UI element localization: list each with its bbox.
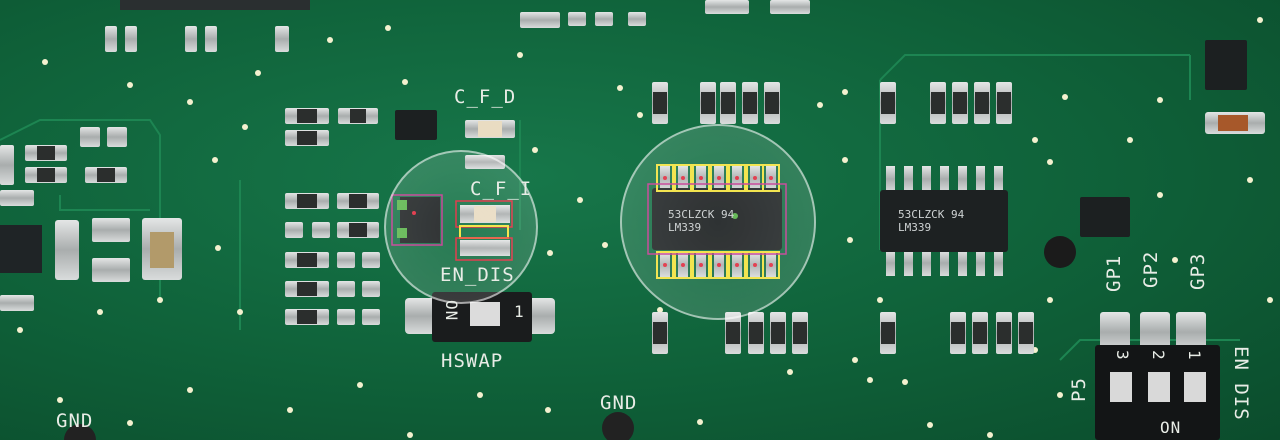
label-p5: P5: [1068, 377, 1090, 402]
switch-num-right-1: 1: [1185, 350, 1204, 361]
label-gnd-left: GND: [56, 410, 94, 432]
switch-num-right-3: 3: [1113, 350, 1132, 361]
switch-num-left: 1: [514, 302, 525, 321]
label-gp3: GP3: [1187, 252, 1209, 290]
magnifier-lens-left: [384, 150, 538, 304]
lm339-marking-highlighted: 53CLZCK 94 LM339: [668, 208, 735, 234]
switch-on-left: ON: [442, 300, 461, 322]
label-gp2: GP2: [1140, 250, 1162, 288]
vias: [17, 17, 1273, 438]
label-en-dis-right: EN DIS: [1230, 346, 1252, 421]
lm339-marking-right: 53CLZCK 94 LM339: [898, 208, 965, 234]
label-c-f-d: C_F_D: [454, 86, 517, 108]
label-gp1: GP1: [1103, 254, 1125, 292]
hswap-dip-switch[interactable]: [405, 292, 555, 342]
label-c-f-i: C_F_I: [470, 178, 533, 200]
label-en-dis-left: EN_DIS: [440, 264, 515, 286]
switch-num-right-2: 2: [1149, 350, 1168, 361]
label-gnd-mid: GND: [600, 392, 638, 414]
gp-dip-switch[interactable]: [1095, 312, 1220, 440]
magnifier-lens-center: [620, 124, 816, 320]
label-hswap: HSWAP: [441, 350, 504, 372]
switch-on-right: ON: [1160, 418, 1182, 437]
